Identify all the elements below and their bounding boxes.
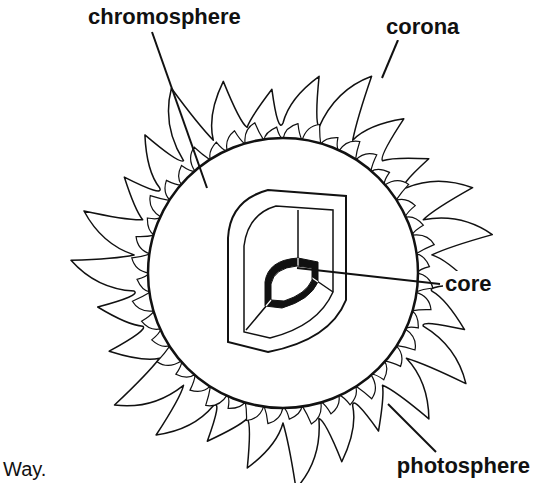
leader-line [297,268,440,284]
leader-line [152,32,207,188]
text-fragment: Way. [3,456,46,482]
corona-outline [71,76,492,483]
part-label: chromosphere [86,4,243,30]
part-label: corona [384,14,461,40]
chromosphere-flames [132,123,434,424]
chromosphere-outline [132,123,434,424]
part-label: core [443,271,493,297]
part-label: photosphere [395,453,532,479]
corona-flames [71,76,492,483]
photosphere-circle [148,138,418,408]
leader-line [388,404,436,452]
leader-line [382,40,398,78]
leader-lines [152,32,440,452]
